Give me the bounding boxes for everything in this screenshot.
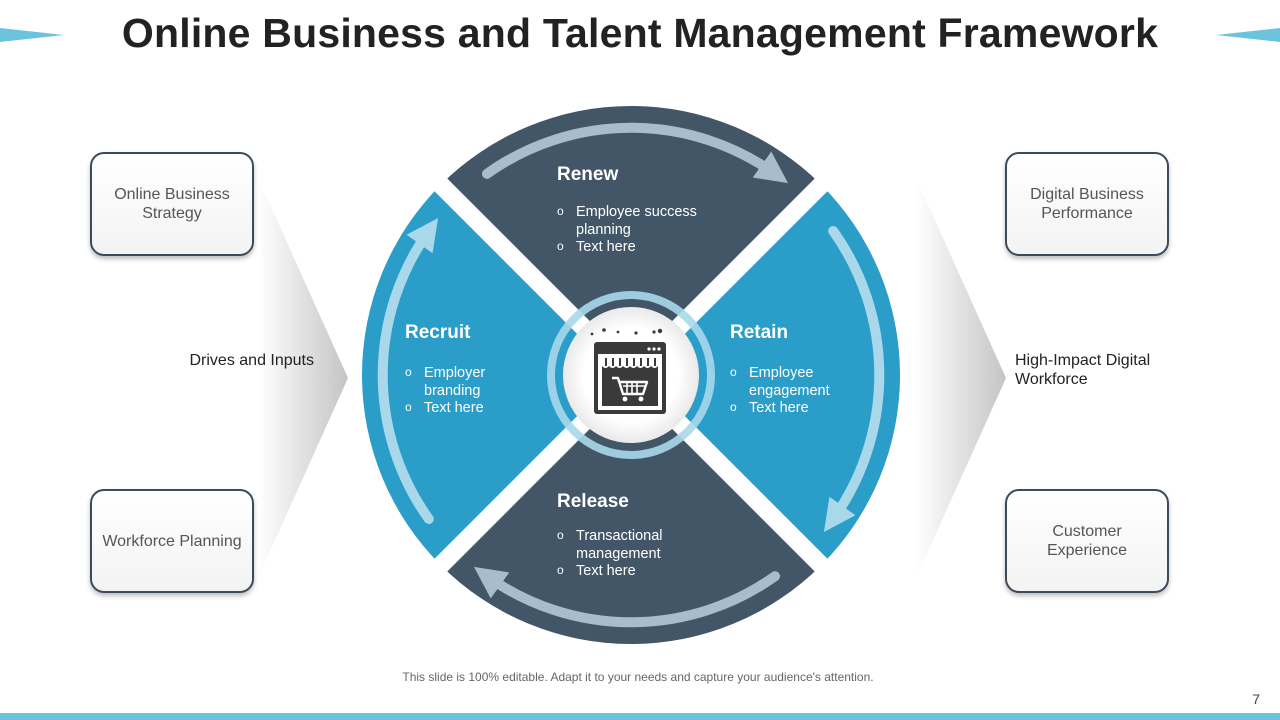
renew-list-item: Employee success planning	[557, 203, 717, 239]
page-number: 7	[1252, 691, 1260, 707]
left-chevron	[258, 178, 348, 578]
renew-list: Employee success planning Text here	[557, 203, 717, 257]
online-store-cart-icon	[590, 328, 666, 414]
right-title-accent	[1216, 28, 1280, 42]
left-box-workforce-planning: Workforce Planning	[90, 489, 254, 593]
right-box-label: Customer Experience	[1046, 523, 1128, 559]
left-box-online-business-strategy: Online Business Strategy	[90, 152, 254, 256]
right-box-digital-business-performance: Digital Business Performance	[1005, 152, 1169, 256]
left-box-label: Workforce Planning	[102, 532, 242, 550]
right-box-label: Digital Business Performance	[1030, 186, 1144, 222]
release-list-item: Text here	[557, 562, 697, 581]
recruit-list-item: Text here	[405, 399, 515, 418]
recruit-list-item: Employer branding	[405, 364, 515, 400]
release-title: Release	[557, 491, 629, 512]
release-list: Transactional management Text here	[557, 527, 697, 581]
page-title: Online Business and Talent Management Fr…	[121, 10, 1159, 56]
retain-list-item: Text here	[730, 399, 855, 418]
left-side-label: Drives and Inputs	[189, 352, 314, 369]
retain-list-item: Employee engagement	[730, 364, 855, 400]
recruit-arrow	[377, 217, 439, 525]
footer-note: This slide is 100% editable. Adapt it to…	[402, 670, 874, 684]
right-chevron	[916, 178, 1006, 578]
bottom-accent-bar	[0, 713, 1280, 720]
inner-ring	[547, 291, 715, 459]
recruit-title: Recruit	[405, 322, 471, 343]
left-title-accent	[0, 28, 64, 42]
renew-list-item: Text here	[557, 238, 717, 257]
renew-arrow	[481, 122, 789, 184]
release-list-item: Transactional management	[557, 527, 697, 563]
renew-title: Renew	[557, 164, 619, 185]
recruit-list: Employer branding Text here	[405, 364, 515, 418]
retain-title: Retain	[730, 322, 789, 343]
right-box-customer-experience: Customer Experience	[1005, 489, 1169, 593]
release-arrow	[473, 566, 781, 628]
right-side-label: High-Impact Digital Workforce	[1015, 352, 1151, 388]
left-box-label: Online Business Strategy	[114, 186, 230, 222]
retain-list: Employee engagement Text here	[730, 364, 855, 418]
retain-arrow	[823, 225, 885, 533]
